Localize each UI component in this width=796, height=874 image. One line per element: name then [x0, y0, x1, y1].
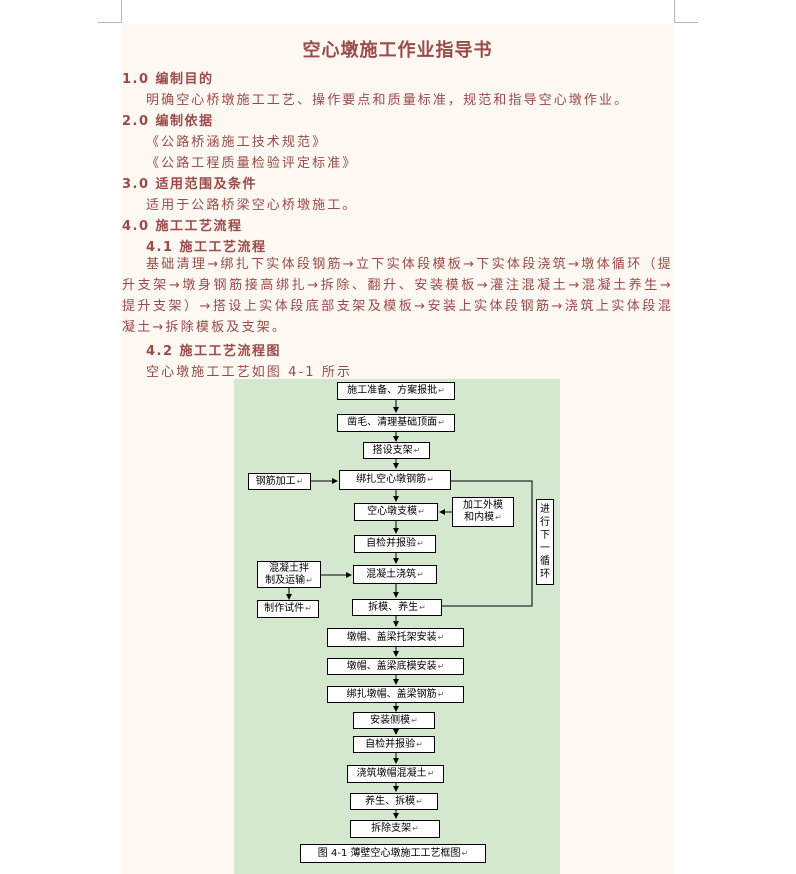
process-paragraph: 基础清理→绑扎下实体段钢筋→立下实体段模板→下实体段浇筑→墩体循环（提升支架→墩… [122, 257, 673, 335]
flow-step-pour: 混凝土浇筑↵ [353, 565, 437, 584]
page-title: 空心墩施工作业指导书 [302, 40, 493, 61]
flow-loop-label: 进行下一循环 [536, 499, 554, 585]
purpose-text: 明确空心桥墩施工工艺、操作要点和质量标准，规范和指导空心墩作业。 [146, 93, 630, 108]
section-heading-process: 4.0 施工工艺流程 [122, 219, 243, 234]
flowchart-intro: 空心墩施工工艺如图 4-1 所示 [146, 365, 353, 380]
flow-step-side-form: 安装侧模↵ [353, 712, 435, 729]
flow-step-cap-rebar: 绑扎墩帽、盖梁钢筋↵ [327, 686, 464, 703]
section-heading-scope: 3.0 适用范围及条件 [122, 177, 258, 192]
flow-step-scaffold: 搭设支架↵ [363, 442, 430, 459]
flow-step-inspect-2: 自检并报验↵ [353, 736, 435, 753]
flow-step-strip-cure: 拆模、养生↵ [352, 599, 442, 616]
flowchart-connectors [286, 400, 533, 819]
subsection-heading-flowchart: 4.2 施工工艺流程图 [146, 344, 282, 359]
crop-mark-top-right-v [674, 0, 675, 22]
flow-step-bracket: 墩帽、盖梁托架安装↵ [327, 628, 464, 647]
flow-step-prepare: 施工准备、方案报批↵ [337, 382, 455, 400]
basis-item-2: 《公路工程质量检验评定标准》 [146, 156, 358, 171]
flow-side-specimen: 制作试件↵ [257, 600, 319, 618]
crop-mark-top-right-h [674, 22, 698, 23]
flow-step-pour-cap: 浇筑墩帽混凝土↵ [347, 765, 444, 783]
section-heading-purpose: 1.0 编制目的 [122, 72, 214, 87]
crop-mark-top-left-v [121, 0, 122, 22]
crop-mark-top-left-h [98, 22, 122, 23]
flow-step-inspect-1: 自检并报验↵ [354, 535, 436, 553]
subsection-heading-process: 4.1 施工工艺流程 [146, 240, 267, 255]
flow-step-tie-rebar: 绑扎空心墩钢筋↵ [339, 470, 451, 490]
flow-side-concrete-mixing: 混凝土拌制及运输↵ [257, 561, 321, 588]
scope-text: 适用于公路桥梁空心桥墩施工。 [146, 198, 358, 213]
flow-side-formwork-processing: 加工外模和内模↵ [452, 497, 514, 527]
flow-step-cure-strip: 养生、拆模↵ [350, 793, 438, 810]
flow-side-rebar-processing: 钢筋加工↵ [248, 473, 311, 490]
flow-step-roughen: 凿毛、清理基础顶面↵ [337, 414, 455, 432]
flow-step-bottom-form: 墩帽、盖梁底模安装↵ [327, 658, 464, 675]
basis-item-1: 《公路桥涵施工技术规范》 [146, 135, 328, 150]
flowchart-diagram: 施工准备、方案报批↵ 凿毛、清理基础顶面↵ 搭设支架↵ 绑扎空心墩钢筋↵ 空心墩… [234, 379, 560, 874]
section-heading-basis: 2.0 编制依据 [122, 114, 214, 129]
flowchart-caption: 图 4-1 薄壁空心墩施工工艺框图↵ [300, 844, 486, 863]
flow-step-remove-scaffold: 拆除支架↵ [350, 820, 440, 838]
flow-step-formwork: 空心墩支模↵ [354, 503, 438, 521]
